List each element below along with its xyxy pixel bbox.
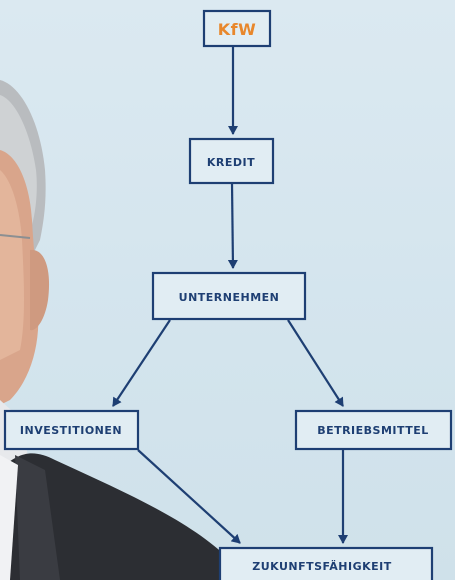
person-portrait	[0, 80, 232, 580]
arrow-investitionen-to-zukunft	[137, 449, 241, 544]
node-unternehmen: UNTERNEHMEN	[151, 271, 307, 321]
node-betriebsmittel: BETRIEBSMITTEL	[294, 409, 453, 451]
node-kfw-label: KfW	[218, 20, 257, 39]
node-unternehmen-label: UNTERNEHMEN	[179, 291, 280, 304]
node-zukunftsfaehigkeit: ZUKUNFTSFÄHIGKEIT	[218, 546, 434, 580]
node-kfw: KfW	[202, 9, 272, 48]
node-betriebsmittel-label: BETRIEBSMITTEL	[317, 424, 429, 437]
node-investitionen: INVESTITIONEN	[3, 409, 140, 451]
node-kredit-label: KREDIT	[207, 156, 255, 169]
arrow-kredit-to-unternehmen	[227, 182, 238, 269]
arrow-unternehmen-to-investitionen	[112, 319, 171, 407]
node-kredit: KREDIT	[188, 137, 275, 185]
node-zukunftsfaehigkeit-label: ZUKUNFTSFÄHIGKEIT	[252, 559, 392, 573]
arrow-unternehmen-to-betriebsmittel	[287, 319, 344, 407]
node-investitionen-label: INVESTITIONEN	[20, 424, 122, 437]
